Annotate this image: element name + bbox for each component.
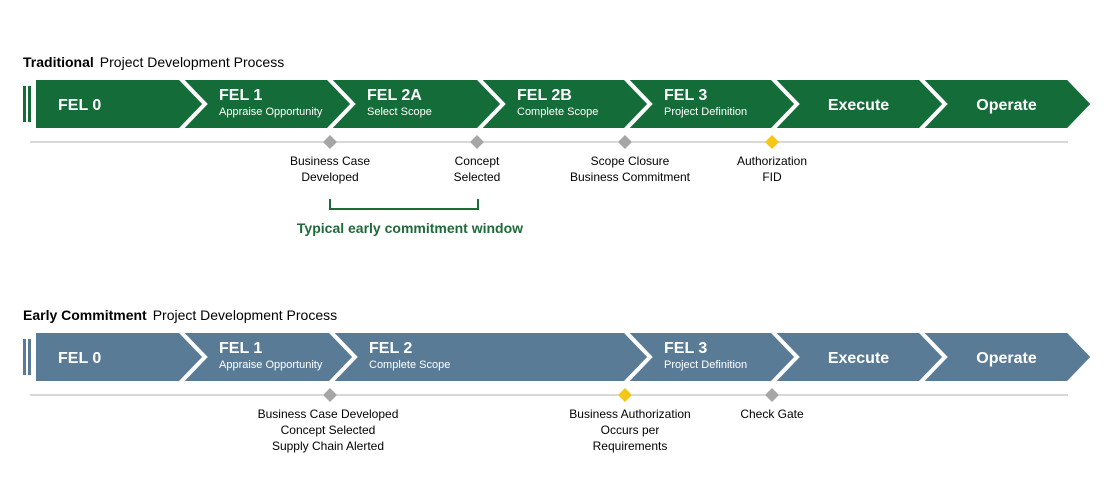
milestone-label: Developed — [301, 170, 358, 184]
milestone-label: Authorization — [737, 154, 807, 168]
traditional-stage-fel-3: FEL 3 Project Definition — [620, 76, 800, 132]
milestone-label: Business Commitment — [570, 170, 691, 184]
early-milestone: Check Gate — [740, 388, 804, 421]
stage-chevron — [175, 329, 358, 385]
milestone-label: Occurs per — [601, 423, 660, 437]
traditional-stage-fel-2b: FEL 2B Complete Scope — [473, 76, 653, 132]
traditional-title-rest: Project Development Process — [100, 54, 284, 70]
stage-name: FEL 0 — [58, 350, 101, 367]
traditional-stage-operate: Operate — [915, 76, 1096, 132]
gate-diamond-icon — [470, 135, 484, 149]
milestone-label: Selected — [454, 170, 501, 184]
traditional-edge-bar — [28, 86, 31, 122]
traditional-title-bold: Traditional — [23, 54, 94, 70]
stage-chevron — [915, 329, 1096, 385]
early-stage-execute: Execute — [767, 329, 948, 385]
traditional-stage-fel-0: FEL 0 — [32, 76, 208, 132]
stage-name: Execute — [828, 97, 889, 114]
stage-chevron — [473, 76, 653, 132]
traditional-stage-fel-2a: FEL 2A Select Scope — [323, 76, 506, 132]
gate-diamond-icon — [323, 135, 337, 149]
stage-name: Operate — [976, 97, 1037, 114]
stage-name: Execute — [828, 350, 889, 367]
early-commitment-window: Typical early commitment window — [297, 199, 523, 236]
stage-subtitle: Project Definition — [664, 359, 747, 371]
stage-subtitle: Appraise Opportunity — [219, 106, 323, 118]
stage-chevron — [620, 76, 800, 132]
stage-chevron — [915, 76, 1096, 132]
stage-chevron — [323, 76, 506, 132]
traditional-stage-fel-1: FEL 1 Appraise Opportunity — [175, 76, 356, 132]
early-title-bold: Early Commitment — [23, 307, 147, 323]
early-stage-fel-0: FEL 0 — [32, 329, 208, 385]
early-stage-fel-2: FEL 2 Complete Scope — [325, 329, 653, 385]
gate-diamond-icon — [323, 388, 337, 402]
early-stage-fel-1: FEL 1 Appraise Opportunity — [175, 329, 358, 385]
milestone-label: Business Authorization — [569, 407, 690, 421]
early-title: Early Commitment Project Development Proc… — [23, 307, 337, 323]
stage-subtitle: Project Definition — [664, 106, 747, 118]
milestone-label: Business Case Developed — [258, 407, 399, 421]
stage-chevron — [620, 329, 800, 385]
window-label: Typical early commitment window — [297, 220, 523, 236]
stage-name: FEL 2A — [367, 87, 422, 104]
stage-subtitle: Complete Scope — [369, 359, 450, 371]
stage-name: FEL 1 — [219, 340, 262, 357]
stage-name: FEL 1 — [219, 87, 262, 104]
early-stage-operate: Operate — [915, 329, 1096, 385]
milestone-label: Check Gate — [740, 407, 804, 421]
stage-name: FEL 3 — [664, 340, 707, 357]
gate-diamond-icon — [765, 135, 779, 149]
milestone-label: Scope Closure — [591, 154, 670, 168]
stage-chevron — [325, 329, 653, 385]
stage-name: FEL 0 — [58, 97, 101, 114]
early-stage-fel-3: FEL 3 Project Definition — [620, 329, 800, 385]
milestone-label: Business Case — [290, 154, 370, 168]
stage-name: FEL 2 — [369, 340, 412, 357]
window-bracket — [329, 199, 479, 210]
gate-diamond-icon — [618, 388, 632, 402]
early-process: Early Commitment Project Development Proc… — [23, 307, 1096, 453]
stage-subtitle: Complete Scope — [517, 106, 598, 118]
stage-subtitle: Appraise Opportunity — [219, 359, 323, 371]
traditional-edge-bar — [23, 86, 26, 122]
milestone-label: FID — [762, 170, 782, 184]
stage-chevron — [175, 76, 356, 132]
early-edge-bar — [23, 339, 26, 375]
gate-diamond-icon — [765, 388, 779, 402]
early-edge-bar — [28, 339, 31, 375]
milestone-label: Supply Chain Alerted — [272, 439, 384, 453]
traditional-process: Traditional Project Development ProcessFE… — [23, 54, 1096, 236]
stage-name: Operate — [976, 350, 1037, 367]
early-title-rest: Project Development Process — [153, 307, 337, 323]
traditional-title: Traditional Project Development Process — [23, 54, 284, 70]
milestone-label: Concept — [455, 154, 500, 168]
stage-name: FEL 2B — [517, 87, 572, 104]
gate-diamond-icon — [618, 135, 632, 149]
milestone-label: Requirements — [593, 439, 668, 453]
milestone-label: Concept Selected — [281, 423, 376, 437]
traditional-stage-execute: Execute — [767, 76, 948, 132]
stage-subtitle: Select Scope — [367, 106, 432, 118]
stage-name: FEL 3 — [664, 87, 707, 104]
